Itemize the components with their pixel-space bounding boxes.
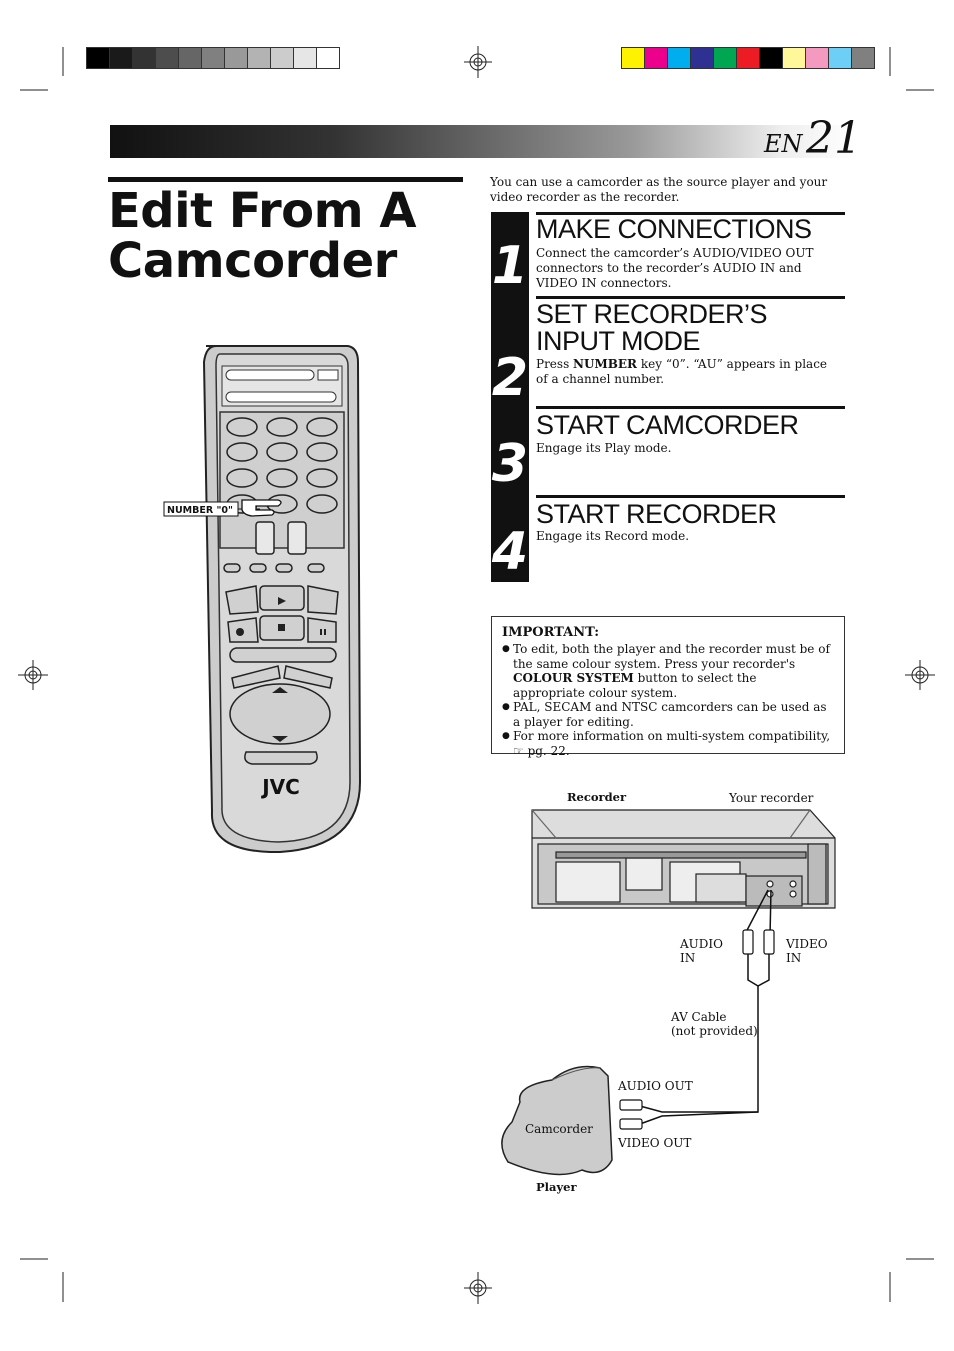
- step-2-body-pre: Press: [536, 357, 574, 371]
- recorder-label: Recorder: [567, 790, 627, 804]
- title-rule: [108, 177, 463, 182]
- gray-swatch: [110, 48, 133, 68]
- color-swatch: [622, 48, 645, 68]
- gray-swatch: [87, 48, 110, 68]
- gray-swatch: [271, 48, 294, 68]
- camcorder-label: Camcorder: [525, 1122, 593, 1136]
- important-item-1-post: button to select the appropriate colour …: [513, 671, 757, 700]
- step-2-heading: SET RECORDER’S INPUT MODE: [536, 299, 768, 356]
- color-swatch: [737, 48, 760, 68]
- remote-brand-text: JVC: [260, 775, 300, 799]
- color-swatch: [691, 48, 714, 68]
- step-number-1: 1: [491, 236, 529, 296]
- gray-swatch: [317, 48, 339, 68]
- important-item-2: PAL, SECAM and NTSC camcorders can be us…: [502, 700, 832, 729]
- av-cable-line-1: AV Cable: [671, 1010, 727, 1024]
- gray-swatch: [133, 48, 156, 68]
- step-1-rule: [536, 212, 845, 215]
- step-4-heading: START RECORDER: [536, 499, 777, 529]
- gray-swatch: [248, 48, 271, 68]
- step-3-rule: [536, 406, 845, 409]
- important-item-1: To edit, both the player and the recorde…: [502, 642, 832, 700]
- audio-in-line-2: IN: [680, 951, 696, 965]
- color-swatch: [645, 48, 668, 68]
- important-list: To edit, both the player and the recorde…: [502, 642, 832, 758]
- step-4-rule: [536, 495, 845, 498]
- header-band: [110, 125, 855, 158]
- video-in-line-2: IN: [786, 951, 802, 965]
- color-swatch: [806, 48, 829, 68]
- step-number-2: 2: [491, 348, 529, 408]
- vcr-illustration: [531, 809, 836, 909]
- important-item-3: For more information on multi-system com…: [502, 729, 832, 758]
- language-label: EN: [764, 130, 803, 158]
- color-swatch: [668, 48, 691, 68]
- intro-text: You can use a camcorder as the source pl…: [490, 175, 828, 204]
- step-2-body-key: NUMBER: [573, 357, 638, 371]
- connection-diagram: [501, 809, 836, 1176]
- audio-in-line-1: AUDIO: [680, 937, 723, 951]
- camcorder-illustration: [501, 1065, 613, 1176]
- page-title: Edit From A Camcorder: [108, 186, 468, 286]
- pointing-hand-icon: [241, 499, 282, 517]
- step-number-bar: [491, 212, 529, 582]
- gray-swatch: [202, 48, 225, 68]
- step-2-body-post: key “0”. “AU” appears in place of a chan…: [536, 357, 828, 386]
- color-swatch: [783, 48, 806, 68]
- step-1-body: Connect the camcorder’s AUDIO/VIDEO OUT …: [536, 246, 814, 290]
- step-3-heading: START CAMCORDER: [536, 410, 799, 440]
- color-swatch: [714, 48, 737, 68]
- video-in-line-1: VIDEO: [786, 937, 828, 951]
- gray-swatch: [294, 48, 317, 68]
- step-2-rule: [536, 296, 845, 299]
- gray-swatch: [225, 48, 248, 68]
- gray-swatch: [179, 48, 202, 68]
- important-item-1-pre: To edit, both the player and the recorde…: [513, 642, 830, 671]
- player-label: Player: [536, 1180, 577, 1194]
- rca-plugs: [619, 929, 775, 1130]
- your-recorder-label: Your recorder: [729, 791, 814, 805]
- page-number: 21: [806, 113, 862, 164]
- page-title-line-1: Edit From A: [108, 183, 417, 239]
- important-title: IMPORTANT:: [502, 625, 600, 640]
- step-number-4: 4: [491, 522, 529, 582]
- number-zero-callout: NUMBER "0": [167, 505, 233, 516]
- av-cable-line-2: (not provided): [671, 1024, 758, 1038]
- color-calibration-bar: [621, 47, 875, 69]
- registration-mark-right: [905, 660, 935, 690]
- color-swatch: [852, 48, 874, 68]
- registration-mark-bottom: [464, 1272, 492, 1304]
- page-title-line-2: Camcorder: [108, 233, 397, 289]
- audio-out-label: AUDIO OUT: [618, 1079, 693, 1093]
- step-1-heading: MAKE CONNECTIONS: [536, 214, 812, 244]
- color-swatch: [760, 48, 783, 68]
- colour-system-key: COLOUR SYSTEM: [513, 671, 634, 685]
- color-swatch: [829, 48, 852, 68]
- registration-mark-left: [18, 660, 48, 690]
- gray-swatch: [156, 48, 179, 68]
- remote-control-illustration: JVC NUMBER "0": [163, 345, 362, 853]
- step-3-body: Engage its Play mode.: [536, 441, 672, 455]
- step-number-3: 3: [491, 434, 529, 494]
- gray-calibration-bar: [86, 47, 340, 69]
- step-4-body: Engage its Record mode.: [536, 529, 690, 543]
- av-cable-label: AV Cable(not provided): [671, 1010, 758, 1038]
- step-2-body: Press NUMBER key “0”. “AU” appears in pl…: [536, 357, 836, 387]
- video-out-label: VIDEO OUT: [618, 1136, 692, 1150]
- registration-mark-top: [464, 46, 492, 78]
